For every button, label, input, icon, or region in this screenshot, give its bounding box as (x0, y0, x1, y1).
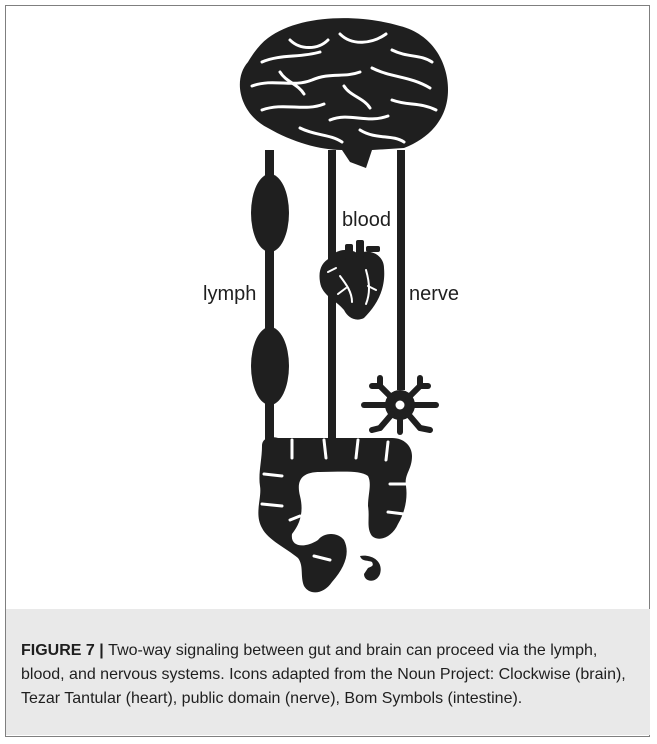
figure-label: FIGURE 7 (21, 642, 95, 659)
blood-label: blood (342, 209, 391, 231)
caption-text: Two-way signaling between gut and brain … (21, 642, 626, 707)
figure-caption: FIGURE 7 | Two-way signaling between gut… (21, 639, 631, 711)
nerve-fiber (397, 150, 405, 390)
nerve-label: nerve (409, 283, 459, 305)
intestine-icon (258, 437, 412, 592)
caption-separator: | (95, 642, 108, 659)
brain-icon (240, 18, 448, 168)
lymph-label: lymph (203, 283, 256, 305)
lymph-node-icon (251, 174, 289, 252)
lymph-node-icon (251, 327, 289, 405)
